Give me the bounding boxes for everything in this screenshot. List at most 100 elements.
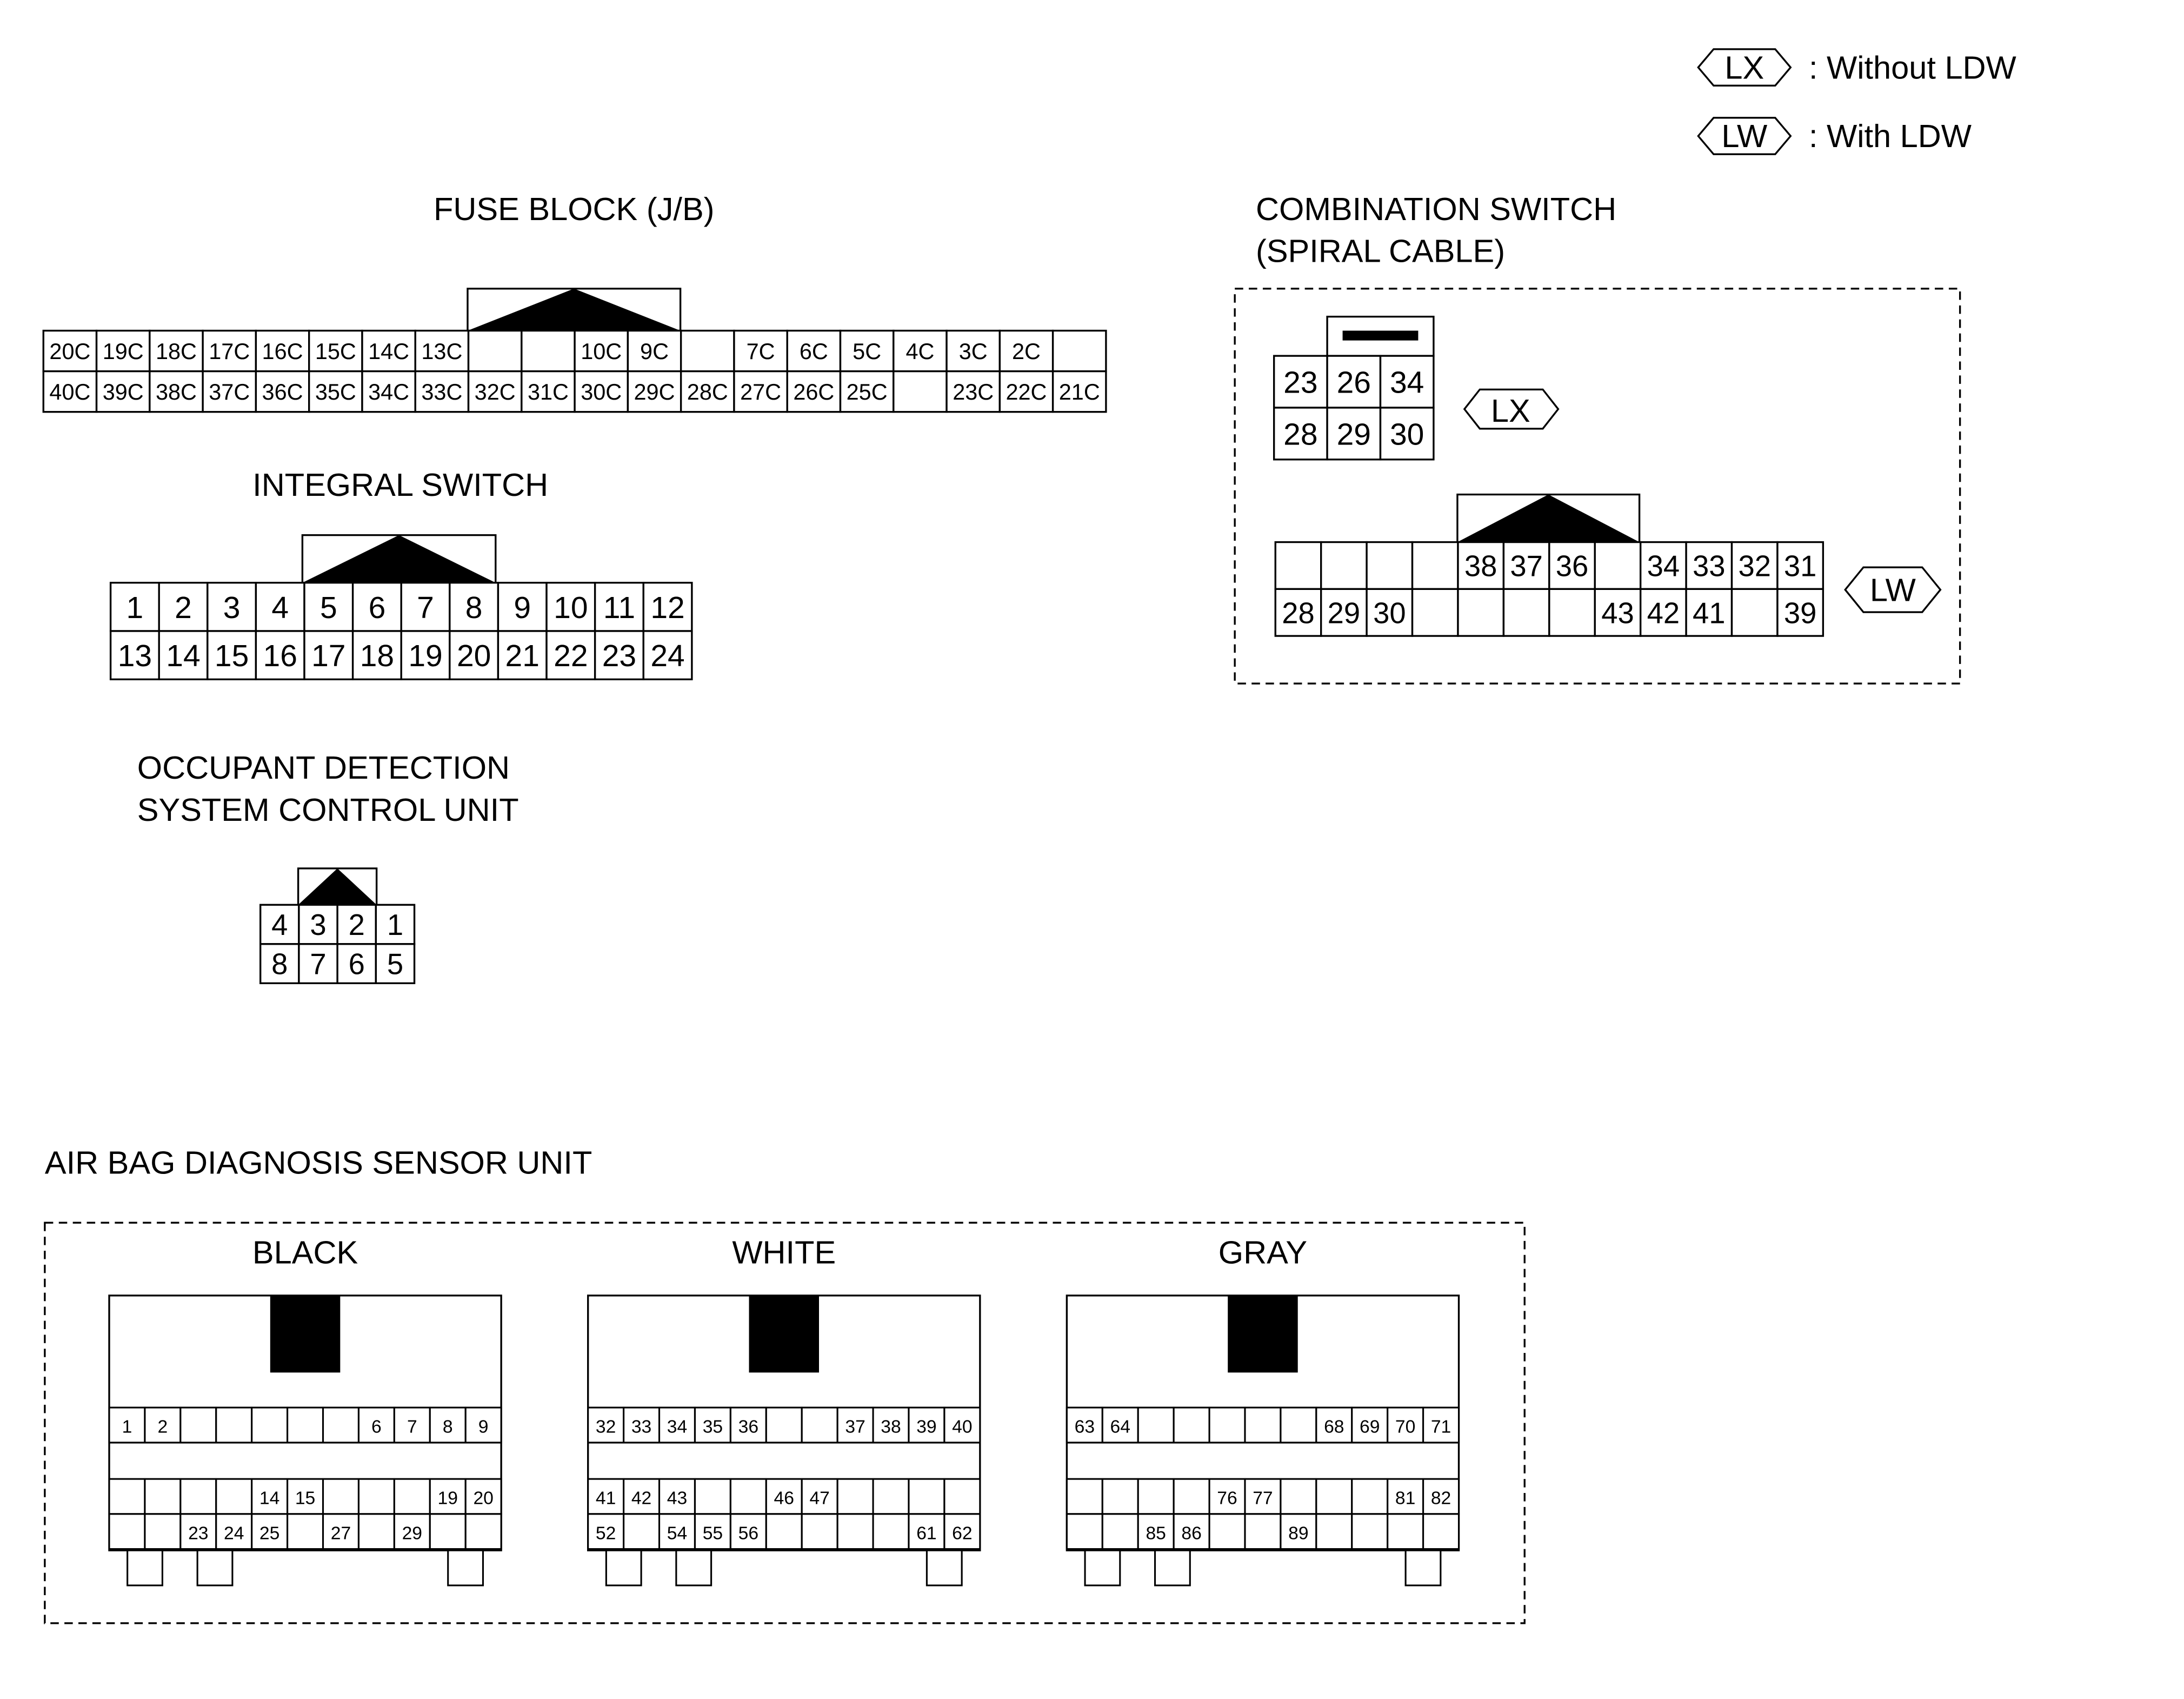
lw-connector-cell [1594, 588, 1642, 637]
airbag-cell [1066, 1478, 1103, 1515]
airbag-pin-label: 76 [1217, 1489, 1237, 1509]
airbag-cell [1351, 1478, 1389, 1515]
airbag-cell [1315, 1406, 1353, 1444]
fuse-block-cell [521, 329, 576, 373]
airbag-cell [144, 1406, 182, 1444]
airbag-cell [1208, 1406, 1246, 1444]
integral-switch-cell [642, 581, 693, 632]
airbag-cell [1280, 1478, 1317, 1515]
airbag-cell [357, 1478, 395, 1515]
airbag-cell [1315, 1478, 1353, 1515]
fuse-block-cell [308, 370, 363, 413]
airbag-pin-label: 82 [1431, 1489, 1451, 1509]
integral-switch-pin-label: 3 [223, 590, 241, 625]
occupant-unit-pin-label: 8 [271, 948, 288, 981]
fuse-block-pin-label: 37C [209, 379, 250, 404]
airbag-cell [322, 1406, 359, 1444]
fuse-block-cell [42, 329, 98, 373]
integral-switch-pin-label: 24 [650, 639, 684, 673]
airbag-cell [251, 1406, 289, 1444]
fuse-block-pin-label: 39C [103, 379, 144, 404]
fuse-block-key [467, 288, 681, 331]
airbag-pin-label: 41 [596, 1489, 616, 1509]
airbag-lock-tab [605, 1549, 642, 1587]
airbag-pin-label: 14 [259, 1489, 279, 1509]
airbag-cell [908, 1406, 945, 1444]
airbag-pin-label: 24 [224, 1523, 244, 1543]
occupant-unit-title-line1: OCCUPANT DETECTION [137, 749, 510, 786]
airbag-cell [943, 1406, 981, 1444]
fuse-block-pin-label: 6C [800, 339, 828, 364]
occupant-unit-key [298, 868, 377, 905]
airbag-cell [393, 1513, 431, 1550]
lw-connector-cell [1548, 588, 1596, 637]
fuse-block-cell [680, 329, 735, 373]
airbag-cell [1315, 1513, 1353, 1550]
airbag-cell [393, 1406, 431, 1444]
fuse-block-cell [786, 370, 842, 413]
integral-switch-cell [400, 581, 451, 632]
fuse-block-cell [149, 370, 204, 413]
airbag-pin-label: 42 [631, 1489, 651, 1509]
legend-lx-badge [1697, 48, 1792, 87]
airbag-cell [1280, 1406, 1317, 1444]
airbag-cell [215, 1513, 253, 1550]
airbag-cell [1422, 1513, 1460, 1550]
airbag-pin-label: 56 [738, 1523, 758, 1543]
fuse-block-pin-label: 13C [421, 339, 462, 364]
lx-connector-cell [1326, 407, 1382, 461]
airbag-cell [287, 1513, 324, 1550]
airbag-cell [429, 1406, 467, 1444]
integral-switch-key [302, 535, 496, 583]
integral-switch-pin-label: 20 [457, 639, 491, 673]
airbag-pin-label: 62 [952, 1523, 972, 1543]
lx-connector-key [1342, 330, 1419, 341]
integral-switch-pin-label: 18 [360, 639, 394, 673]
legend-lw-text: : With LDW [1809, 118, 1972, 154]
airbag-cell [215, 1406, 253, 1444]
airbag-pin-label: 35 [703, 1417, 723, 1437]
fuse-block-pin-label: 25C [847, 379, 888, 404]
lx-connector-pin-label: 34 [1390, 366, 1424, 400]
lw-connector-cell [1594, 541, 1642, 590]
airbag-pin-label: 23 [188, 1523, 208, 1543]
lw-connector-pin-label: 34 [1647, 550, 1680, 583]
airbag-cell [1066, 1406, 1103, 1444]
airbag-cell [179, 1406, 217, 1444]
airbag-cell [872, 1406, 910, 1444]
airbag-cell [943, 1478, 981, 1515]
airbag-cell [429, 1513, 467, 1550]
airbag-cell [393, 1478, 431, 1515]
airbag-pin-label: 1 [122, 1417, 132, 1437]
airbag-lock-tab [675, 1549, 713, 1587]
integral-switch-cell [303, 581, 354, 632]
airbag-cell [1137, 1406, 1175, 1444]
integral-switch-pin-label: 21 [505, 639, 540, 673]
integral-switch-title: INTEGRAL SWITCH [252, 467, 548, 503]
lw-connector-cell [1639, 541, 1687, 590]
fuse-block-cell [255, 370, 310, 413]
airbag-cell [1244, 1478, 1282, 1515]
fuse-block-pin-label: 40C [49, 379, 90, 404]
airbag-pin-label: 69 [1360, 1417, 1380, 1437]
fuse-block-cell [945, 329, 1001, 373]
lw-connector-cell [1274, 541, 1322, 590]
airbag-pin-label: 70 [1395, 1417, 1415, 1437]
airbag-pin-label: 32 [596, 1417, 616, 1437]
combination-switch-title-line1: COMBINATION SWITCH [1256, 191, 1616, 227]
integral-switch-cell [497, 630, 548, 681]
occupant-unit-pin-label: 2 [349, 908, 365, 941]
lw-connector-cell [1730, 588, 1779, 637]
airbag-pin-label: 61 [916, 1523, 936, 1543]
airbag-cell [1137, 1478, 1175, 1515]
fuse-block-pin-label: 4C [905, 339, 934, 364]
airbag-pin-label: 15 [295, 1489, 315, 1509]
airbag-pin-label: 85 [1146, 1523, 1166, 1543]
integral-switch-pin-label: 6 [369, 590, 386, 625]
airbag-cell [1137, 1513, 1175, 1550]
airbag-cell [1387, 1513, 1424, 1550]
